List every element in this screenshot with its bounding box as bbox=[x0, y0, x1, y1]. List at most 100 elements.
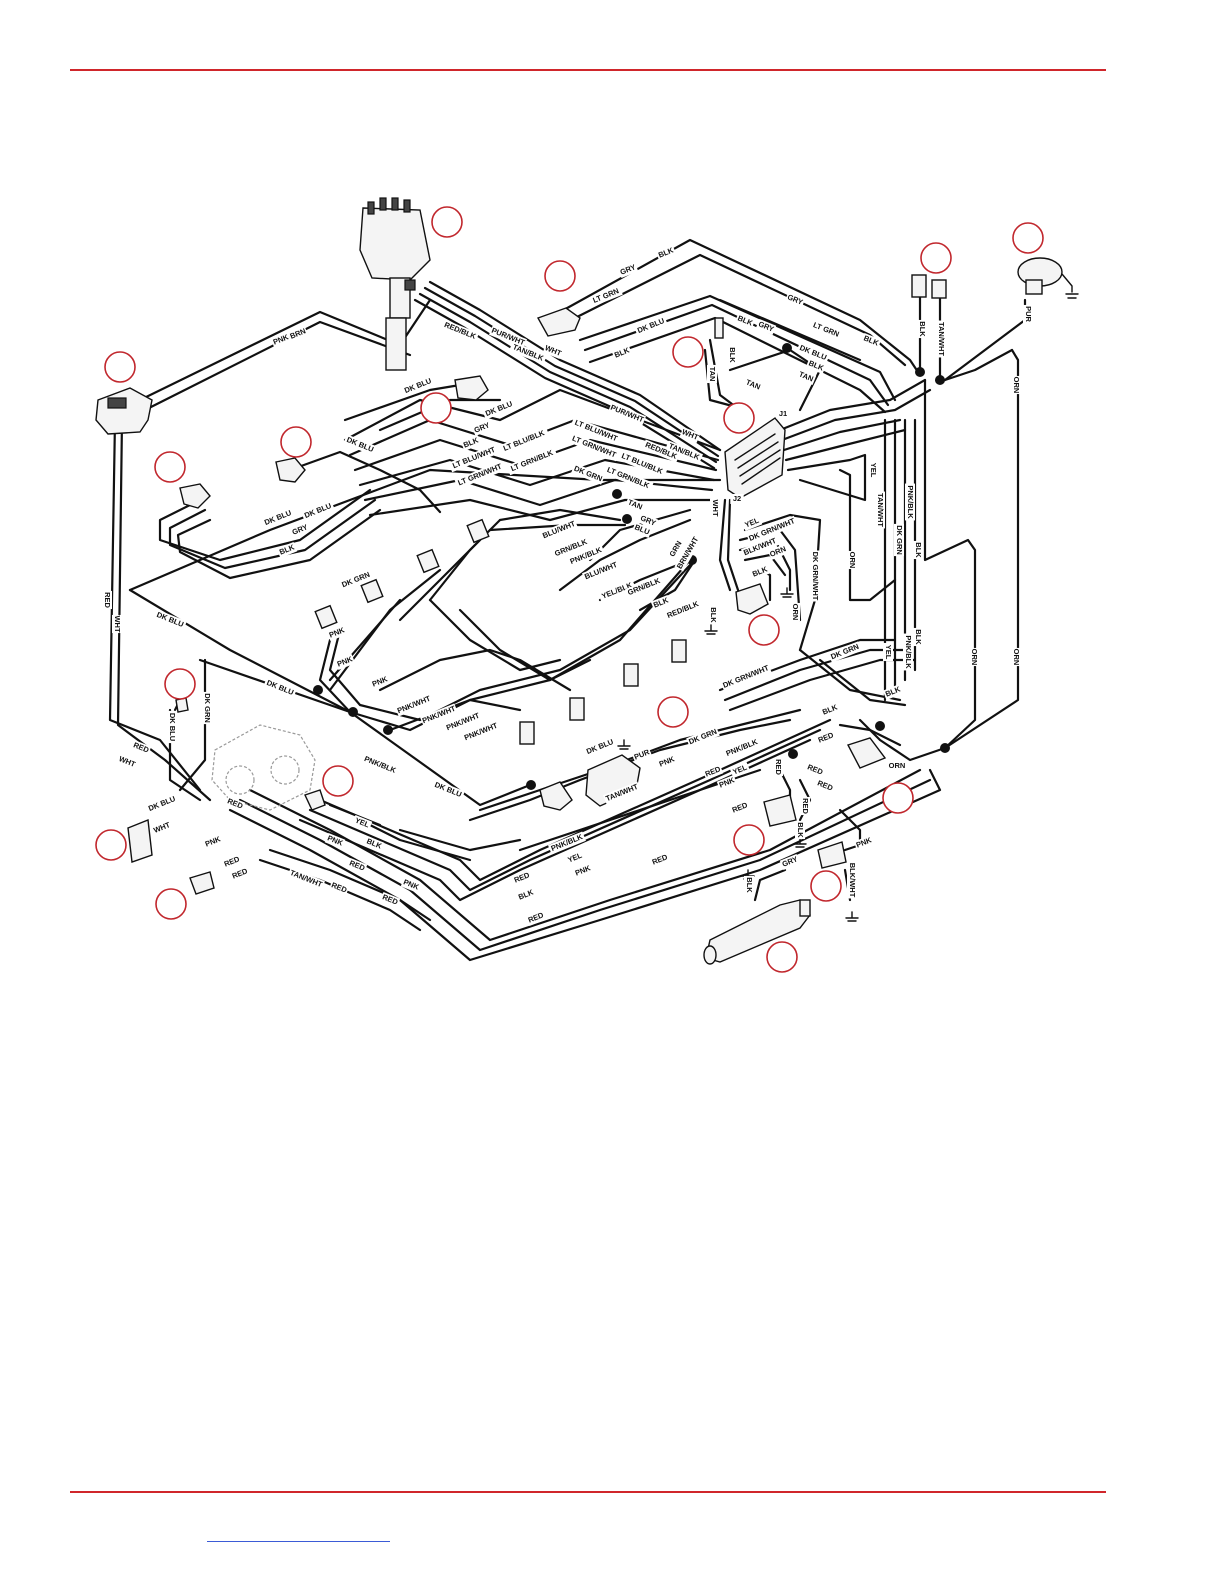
wire-label: TAN/WHT bbox=[287, 867, 325, 891]
wire-label: ORN bbox=[1011, 647, 1021, 667]
wire-label-text: BLK bbox=[918, 321, 927, 337]
wire-label: BLK bbox=[708, 605, 718, 625]
header-rule bbox=[70, 69, 1106, 71]
wire-label-bg bbox=[784, 291, 806, 309]
wire-label-bg bbox=[444, 710, 482, 734]
wire-label-bg bbox=[883, 642, 893, 662]
wire-label-text: PNK/BLK bbox=[906, 485, 915, 519]
wire-label-bg bbox=[598, 579, 636, 603]
wire-label-bg bbox=[570, 416, 622, 446]
wire-label-bg bbox=[903, 633, 913, 671]
wire-label-text: TAN/WHT bbox=[876, 493, 885, 527]
footer-link-underline[interactable] bbox=[207, 1541, 390, 1542]
wire-label-bg bbox=[369, 673, 391, 691]
wire-label: ORN bbox=[887, 761, 907, 771]
wire-label-text: RED bbox=[103, 592, 112, 608]
wire-label-text: DK GRN bbox=[203, 693, 212, 723]
wire-label-bg bbox=[602, 463, 654, 493]
wire-label-bg bbox=[723, 736, 761, 760]
wire-label-bg bbox=[482, 398, 516, 420]
wire-label: PNK/BLK bbox=[903, 633, 913, 671]
wire-label-bg bbox=[509, 341, 547, 365]
wire-label: PNK bbox=[326, 624, 348, 642]
wire-label: ORN bbox=[767, 543, 789, 561]
wire-label: RED bbox=[229, 865, 251, 883]
wire-label-bg bbox=[655, 244, 677, 262]
wire-label-bg bbox=[564, 849, 586, 867]
wire-label: WHT bbox=[542, 342, 564, 360]
wire-label: DK BLU bbox=[634, 315, 668, 337]
wire-label-bg bbox=[913, 540, 923, 560]
wire-label: DK GRN bbox=[894, 523, 904, 557]
wire-label-bg bbox=[800, 796, 810, 816]
wire-label: YEL bbox=[868, 460, 878, 480]
wire-label: BLK bbox=[795, 820, 805, 840]
wire-label: RED bbox=[511, 869, 533, 887]
wire-label: RED bbox=[379, 891, 401, 909]
wire-label-bg bbox=[634, 315, 668, 337]
wire-label-bg bbox=[102, 590, 112, 610]
wire-label-bg bbox=[568, 432, 620, 462]
wire-label: RED bbox=[346, 857, 368, 875]
wire-label: BLK bbox=[734, 312, 756, 330]
wire-label-bg bbox=[795, 368, 817, 386]
wire-label: DK BLU bbox=[261, 507, 295, 529]
wire-label-bg bbox=[460, 434, 482, 452]
wire-label-bg bbox=[729, 761, 751, 779]
wire-label: DK BLU bbox=[153, 609, 187, 631]
wire-label-text: RED bbox=[801, 798, 810, 814]
wire-label: TAN/WHT bbox=[936, 320, 946, 358]
wire-label: YEL bbox=[351, 814, 373, 832]
wire-label-bg bbox=[261, 507, 295, 529]
wire-label-bg bbox=[525, 909, 547, 927]
wire-label: BLU/WHT bbox=[540, 518, 578, 542]
wire-label: RED bbox=[221, 853, 243, 871]
wire-label-text: ORN bbox=[1012, 377, 1021, 394]
wire-label-bg bbox=[582, 559, 620, 583]
callout-harness-connector bbox=[95, 829, 127, 861]
wire-label-bg bbox=[276, 541, 298, 559]
wire-label: PUR bbox=[631, 746, 653, 764]
wire-label-bg bbox=[776, 409, 790, 419]
callout-temp-sensor bbox=[280, 426, 312, 458]
wire-label-text: DK GRN bbox=[895, 525, 904, 555]
wire-label-bg bbox=[729, 799, 751, 817]
wire-label-bg bbox=[664, 598, 702, 622]
wire-label-bg bbox=[720, 662, 772, 692]
wire-label-bg bbox=[145, 793, 179, 815]
oil-pressure-sender bbox=[1017, 257, 1079, 299]
wire-label-text: ORN bbox=[791, 604, 800, 621]
wire-label-bg bbox=[642, 439, 680, 463]
wire-label-bg bbox=[420, 703, 458, 727]
wire-label: PNK bbox=[716, 774, 738, 792]
callout-connectors bbox=[920, 242, 952, 274]
wire-label: TAN/WHT bbox=[875, 491, 885, 529]
wire-label-text: TAN/WHT bbox=[937, 322, 946, 356]
wire-label: J2 bbox=[730, 494, 744, 504]
wire-label: GRY bbox=[784, 291, 806, 309]
wire-label: YEL bbox=[883, 642, 893, 662]
wire-label: WHT bbox=[151, 819, 173, 837]
wire-label-bg bbox=[796, 342, 830, 364]
wire-label: BLK bbox=[650, 594, 672, 612]
wire-label: PNK bbox=[572, 862, 594, 880]
wire-label-bg bbox=[301, 500, 335, 522]
wire-label: ORN bbox=[1011, 375, 1021, 395]
wire-label-bg bbox=[130, 739, 152, 757]
wire-label-bg bbox=[746, 515, 798, 545]
wire-label-text: BLK/WHT bbox=[848, 863, 857, 898]
wire-label-bg bbox=[847, 861, 857, 899]
wire-label-text: BLK bbox=[914, 542, 923, 558]
callout-map-sensor bbox=[544, 260, 576, 292]
wire-label-bg bbox=[334, 653, 356, 671]
wire-label-bg bbox=[679, 426, 701, 444]
wire-label-bg bbox=[567, 544, 605, 568]
wire-label: BLK bbox=[655, 244, 677, 262]
wire-label: DK BLU bbox=[583, 736, 617, 758]
wire-label: GRY bbox=[755, 318, 777, 336]
wire-label: WHT bbox=[710, 498, 720, 518]
wire-label-bg bbox=[351, 814, 373, 832]
ground-symbols bbox=[617, 587, 859, 922]
wire-label: TAN bbox=[795, 368, 817, 386]
